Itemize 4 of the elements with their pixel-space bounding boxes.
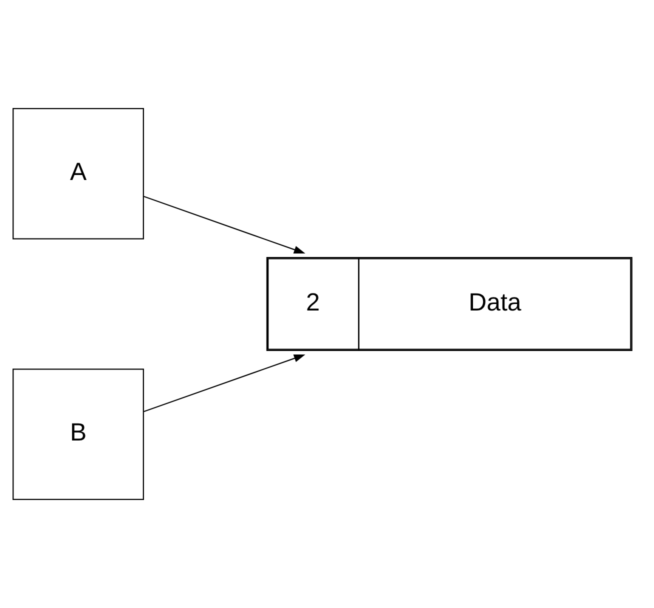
node-box: A [12,108,144,240]
arrow [143,354,306,412]
arrow [143,196,306,254]
node-box: B [12,368,144,500]
